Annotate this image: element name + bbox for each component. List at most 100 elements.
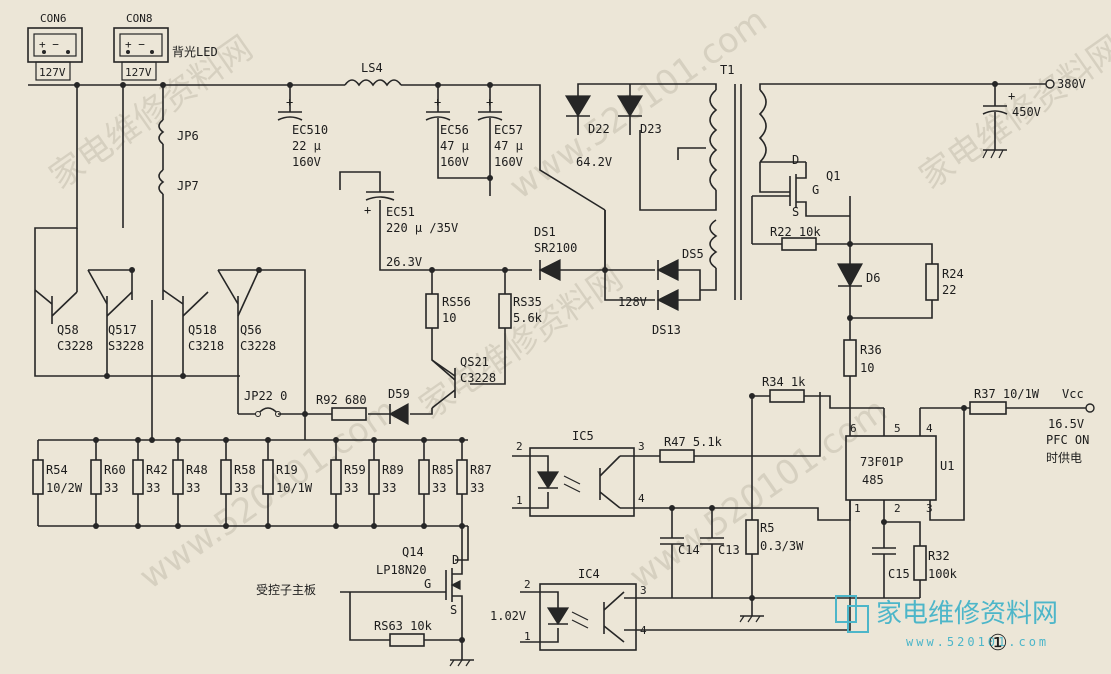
q14-ref: Q14 — [402, 545, 424, 559]
q1-s: S — [792, 205, 799, 219]
c15-label: C15 — [888, 567, 910, 581]
diode-d23: D23 — [616, 95, 662, 136]
transformer-t1: T1 — [577, 63, 995, 300]
c14-label: C14 — [678, 543, 700, 557]
bank-ref-r85: R85 — [432, 463, 454, 477]
r36-val: 10 — [860, 361, 874, 375]
svg-text:+: + — [434, 95, 441, 109]
r36-ref: R36 — [860, 343, 882, 357]
q517-ref: Q517 — [108, 323, 137, 337]
watermarks: 家电维修资料网 家电维修资料网 家电维修资料网 www.520101.com w… — [42, 0, 1111, 597]
transistor-q517: Q517 S3228 — [87, 269, 144, 376]
resistor-rs63: RS63 10k — [374, 619, 474, 667]
v128-label: 128V — [618, 295, 647, 309]
ic5-pin1: 1 — [516, 494, 523, 507]
ec51-val: 220 μ /35V — [386, 221, 458, 235]
ec57-cap: 47 μ — [494, 139, 523, 153]
u1-pin4: 4 — [926, 422, 933, 435]
connector-con6: CON6 + − 127V — [27, 12, 83, 81]
jp7-label: JP7 — [177, 179, 199, 193]
bank-ref-r54: R54 — [46, 463, 68, 477]
bank-ref-r48: R48 — [186, 463, 208, 477]
watermark-url-1: www.520101.com — [502, 0, 774, 207]
top-bus: LS4 — [28, 61, 606, 211]
brand-url: www.520101.com — [906, 635, 1049, 649]
output-380v: 380V + 450V — [982, 77, 1086, 159]
t1-label: T1 — [720, 63, 734, 77]
r22-label: R22 10k — [770, 225, 821, 239]
brand-name: 家电维修资料网 — [876, 599, 1058, 629]
v642-label: 64.2V — [576, 155, 612, 169]
u1-pin1: 1 — [854, 502, 861, 515]
q1-g: G — [812, 183, 819, 197]
diode-d59: D59 — [368, 387, 410, 426]
ls4-label: LS4 — [361, 61, 383, 75]
resistor-r5: R5 0.3/3W — [739, 519, 804, 623]
r34-label: R34 1k — [762, 375, 806, 389]
ic4-pin2: 2 — [524, 578, 531, 591]
ec56-ref: EC56 — [440, 123, 469, 137]
resistor-r36: R36 10 — [843, 339, 882, 408]
circled-number: ① — [988, 631, 1008, 656]
jumper-jp22: JP22 0 — [237, 376, 308, 417]
q518-val: C3218 — [188, 339, 224, 353]
q58-ref: Q58 — [57, 323, 79, 337]
rs56-val: 10 — [442, 311, 456, 325]
optocoupler-ic5: IC5 2 1 3 4 — [512, 429, 851, 521]
watermark-cn-2: 家电维修资料网 — [412, 258, 630, 427]
resistor-r32: R32 100k — [884, 521, 958, 598]
svg-text:+: + — [286, 95, 293, 109]
q1-label: Q1 — [826, 169, 840, 183]
ic4-pin3: 3 — [640, 584, 647, 597]
bank-val-r48: 33 — [186, 481, 200, 495]
out380-label: 380V — [1057, 77, 1086, 91]
con6-name: CON6 — [40, 12, 67, 25]
jp6-label: JP6 — [177, 129, 199, 143]
transistor-q58: Q58 C3228 — [34, 228, 93, 353]
capacitor-c14: C14 — [660, 505, 700, 598]
r37-label: R37 10/1W — [974, 387, 1040, 401]
bank-ref-r58: R58 — [234, 463, 256, 477]
bank-val-r87: 33 — [470, 481, 484, 495]
con6-pins: + − — [39, 38, 59, 51]
ds5-label: DS5 — [682, 247, 704, 261]
con6-voltage: 127V — [39, 66, 66, 79]
bank-val-r19: 10/1W — [276, 481, 313, 495]
qs21-ref: QS21 — [460, 355, 489, 369]
ic5-pin4: 4 — [638, 492, 645, 505]
bank-ref-r89: R89 — [382, 463, 404, 477]
rs35-val: 5.6k — [513, 311, 543, 325]
diode-d6: D6 — [836, 244, 880, 340]
qs21-val: C3228 — [460, 371, 496, 385]
u1-pin6: 6 — [850, 422, 857, 435]
q14-val: LP18N20 — [376, 563, 427, 577]
bank-val-r42: 33 — [146, 481, 160, 495]
ec57-ref: EC57 — [494, 123, 523, 137]
bank-val-r54: 10/2W — [46, 481, 83, 495]
ec510-cap: 22 μ — [292, 139, 321, 153]
optocoupler-ic4: IC4 2 1 3 4 1.02V — [490, 500, 920, 651]
d6-label: D6 — [866, 271, 880, 285]
q518-ref: Q518 — [188, 323, 217, 337]
ec510-volt: 160V — [292, 155, 321, 169]
bank-val-r58: 33 — [234, 481, 248, 495]
q14-s: S — [450, 603, 457, 617]
q56-ref: Q56 — [240, 323, 262, 337]
bank-resistor-r54: R54 10/2W — [32, 440, 83, 526]
q56-val: C3228 — [240, 339, 276, 353]
vcc-label: Vcc — [1062, 387, 1084, 401]
brand-logo: 家电维修资料网 www.520101.com ① — [835, 595, 1058, 656]
resistor-rs56: RS56 10 — [425, 270, 471, 381]
con8-voltage: 127V — [125, 66, 152, 79]
bank-val-r89: 33 — [382, 481, 396, 495]
u1-code: 485 — [862, 473, 884, 487]
ic4-pin1: 1 — [524, 630, 531, 643]
vcc-pfc: PFC ON — [1046, 433, 1089, 447]
resistor-rs35: RS35 5.6k — [470, 270, 543, 385]
